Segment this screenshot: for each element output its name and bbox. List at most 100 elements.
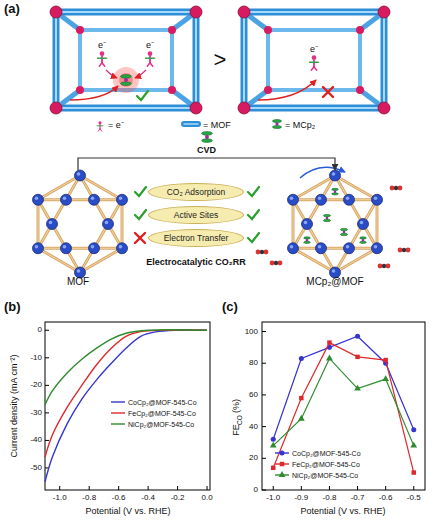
plot-frame	[262, 322, 425, 490]
tick-mark	[262, 490, 266, 491]
data-marker	[326, 355, 333, 361]
tick-label: 100	[245, 328, 258, 336]
cage-bar-highlight	[383, 12, 385, 108]
metallocene-symbol	[360, 237, 367, 244]
linker-bar	[80, 176, 122, 200]
check-mark	[137, 91, 148, 100]
cage-node	[356, 86, 364, 94]
cluster-highlight	[360, 221, 364, 225]
chart-efficiency	[262, 322, 425, 490]
legend-icons	[97, 120, 282, 132]
cage-node	[378, 6, 390, 18]
cluster-highlight	[63, 245, 67, 249]
metallocene-symbol	[332, 188, 339, 195]
tick-label: -0.7	[351, 494, 365, 502]
cage-node	[264, 26, 272, 34]
metal-atom	[124, 78, 128, 82]
electron-path-arrow	[70, 86, 118, 100]
tick-label: -0.6	[379, 494, 393, 502]
cp-ring	[304, 241, 311, 243]
tick-label: 60	[249, 391, 258, 399]
framework-node: MCp₂@MOF	[245, 170, 425, 288]
metal-atom	[306, 239, 308, 241]
legend-text: = MOF	[203, 121, 231, 130]
cluster-highlight	[77, 172, 81, 176]
metallocene-symbol	[121, 75, 132, 86]
cage-bar	[193, 12, 200, 108]
linker-bar	[293, 176, 335, 200]
metal-atom	[275, 122, 278, 125]
linker-bar	[121, 200, 124, 248]
legend-text: FeCp₂@MOF-545-Co	[292, 461, 360, 468]
data-curve	[45, 330, 207, 405]
linker-bar	[335, 176, 377, 200]
legend-sample-marker	[279, 450, 284, 455]
cross-mark	[135, 233, 145, 243]
cp-ring	[273, 126, 282, 129]
metal-atom	[334, 190, 336, 192]
electron-leg	[150, 63, 153, 67]
tick-mark	[301, 486, 302, 490]
tick-label: -20	[30, 381, 42, 389]
metallocene-symbol	[340, 228, 347, 235]
linker-bar	[293, 248, 335, 272]
electron-arm	[97, 125, 103, 126]
tick-mark	[148, 486, 149, 490]
metallocene-symbol	[323, 214, 330, 221]
oxygen-atom	[270, 261, 275, 266]
oxygen-atom	[390, 186, 395, 191]
cage-bar	[56, 105, 196, 112]
electron-path-arrow	[135, 70, 146, 78]
metal-cluster	[316, 243, 327, 254]
cp-ring	[332, 188, 339, 190]
metal-cluster	[47, 219, 58, 230]
data-marker	[410, 442, 417, 448]
electron-body	[101, 56, 103, 62]
metal-atom	[326, 217, 329, 220]
legend-bar-icon	[184, 121, 198, 127]
linker-highlight	[335, 248, 377, 272]
tick-mark	[45, 412, 49, 413]
electron-body	[99, 125, 100, 129]
cage-bar	[268, 88, 360, 92]
metal-cluster	[344, 243, 355, 254]
cluster-highlight	[346, 245, 350, 249]
metal-atom	[205, 135, 209, 139]
data-marker	[271, 466, 275, 470]
check-mark	[248, 233, 259, 242]
node-text: CO₂ Adsorption	[167, 188, 226, 197]
cp-ring	[304, 237, 311, 239]
electron-arm	[146, 57, 155, 58]
metallocene-symbol	[202, 132, 213, 143]
tick-label: -50	[30, 464, 42, 472]
linker-highlight	[293, 176, 335, 200]
cage-node	[238, 102, 250, 114]
legend-text: = MCp₂	[285, 121, 315, 130]
metal-cluster	[372, 194, 383, 205]
metal-cluster	[33, 243, 44, 254]
co2-symbol	[398, 248, 411, 253]
co2-symbol	[270, 261, 283, 266]
metal-cluster	[288, 194, 299, 205]
electron-label: e⁻	[310, 45, 318, 54]
linker-highlight	[38, 200, 39, 248]
cage-contents	[70, 51, 333, 100]
electron-arm	[310, 61, 319, 62]
metal-cluster	[89, 243, 100, 254]
data-marker	[270, 442, 277, 448]
data-marker	[382, 375, 389, 381]
cage-node	[264, 86, 272, 94]
electron-symbol	[98, 51, 107, 66]
chart-current	[45, 322, 210, 490]
tick-mark	[45, 357, 49, 358]
linker-bar	[335, 248, 377, 272]
node-text: MCp₂@MOF	[306, 277, 363, 287]
electron-leg	[100, 129, 102, 131]
metal-cluster	[316, 194, 327, 205]
panel-label: (b)	[4, 300, 21, 313]
electron-head	[148, 51, 153, 56]
linker-bar	[292, 200, 295, 248]
panel-label: (a)	[4, 2, 20, 15]
oxygen-atom	[378, 264, 383, 269]
